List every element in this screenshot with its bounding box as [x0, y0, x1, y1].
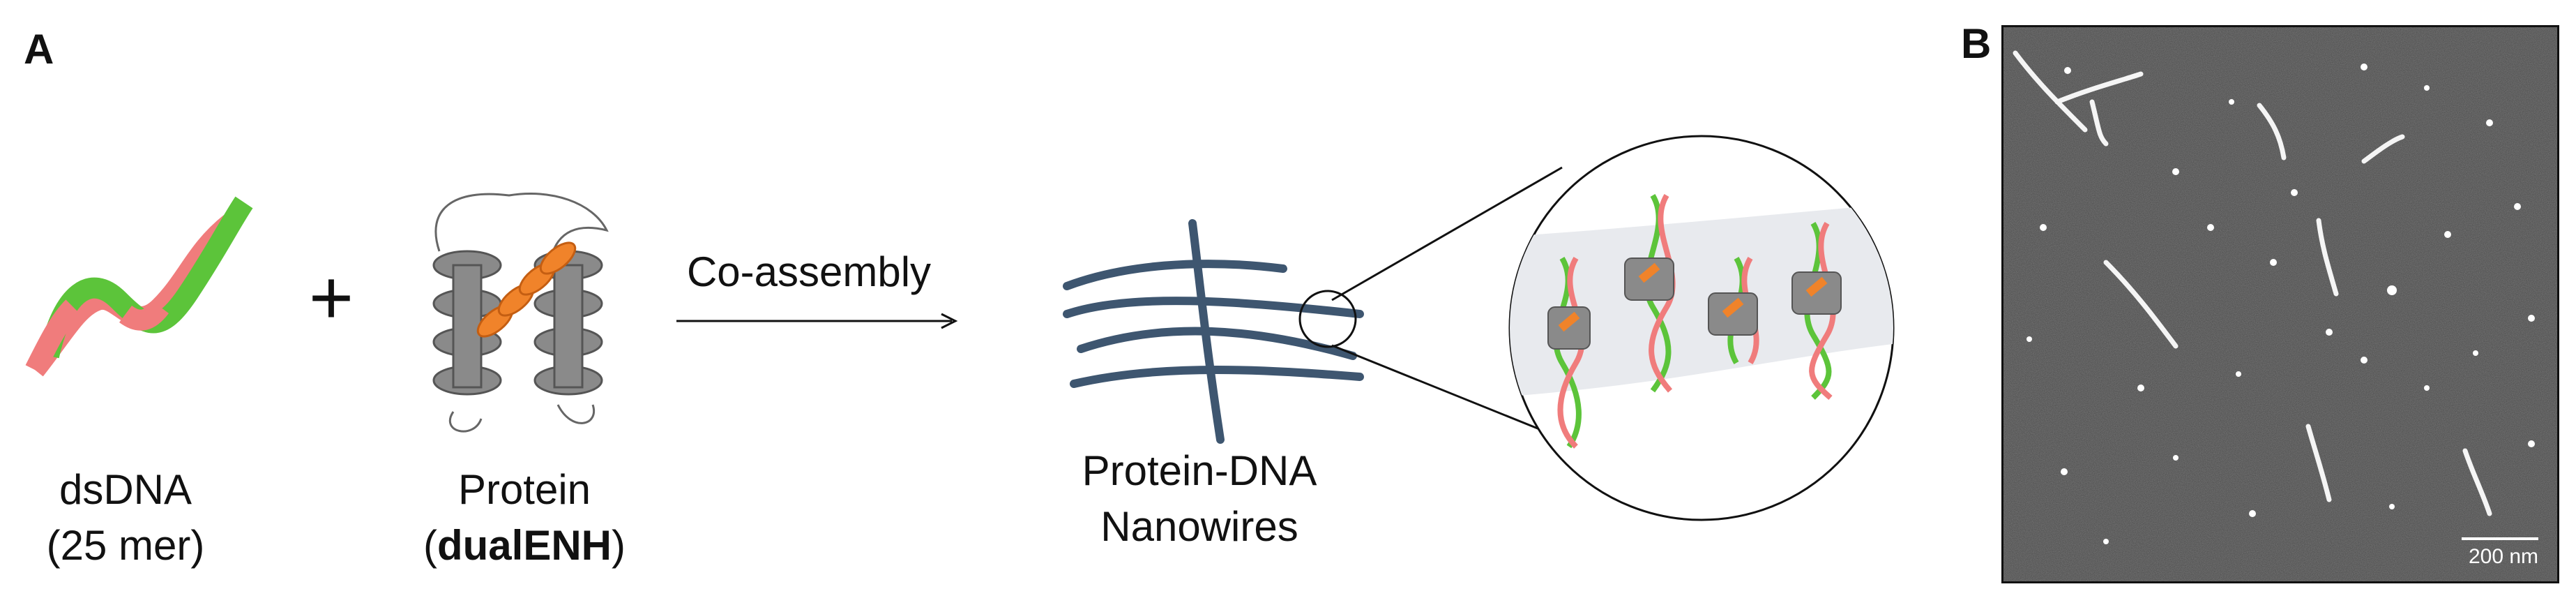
protein-structure-icon	[432, 192, 609, 433]
panel-label-a: A	[24, 26, 54, 73]
protein-name: dualENH	[437, 522, 612, 569]
panel-label-b: B	[1961, 20, 1992, 67]
protein-label: Protein (dualENH)	[399, 462, 650, 574]
dsdna-label-line1: dsDNA	[59, 466, 192, 513]
nanowires-label-line1: Protein-DNA	[1082, 447, 1317, 494]
zoomed-nanowire-detail	[1508, 135, 1895, 521]
dsdna-label-line2: (25 mer)	[46, 522, 205, 569]
afm-image	[2001, 25, 2559, 583]
protein-paren-close: )	[612, 522, 626, 569]
nanowires-illustration-icon	[1063, 219, 1364, 444]
zoom-connector-lines	[1331, 166, 1563, 434]
co-assembly-label: Co-assembly	[686, 248, 932, 295]
plus-sign: +	[308, 255, 354, 341]
protein-label-line2: (dualENH)	[399, 518, 650, 574]
co-assembly-arrow-icon	[676, 313, 958, 329]
nanowires-label-line2: Nanowires	[1100, 503, 1298, 550]
dsdna-helix-icon	[25, 196, 253, 377]
dsdna-label: dsDNA (25 mer)	[14, 462, 237, 574]
nanowires-label: Protein-DNA Nanowires	[1043, 443, 1356, 555]
afm-scale-bar-label: 200 nm	[2468, 545, 2539, 568]
protein-label-line1: Protein	[457, 466, 591, 513]
protein-paren-open: (	[423, 522, 437, 569]
